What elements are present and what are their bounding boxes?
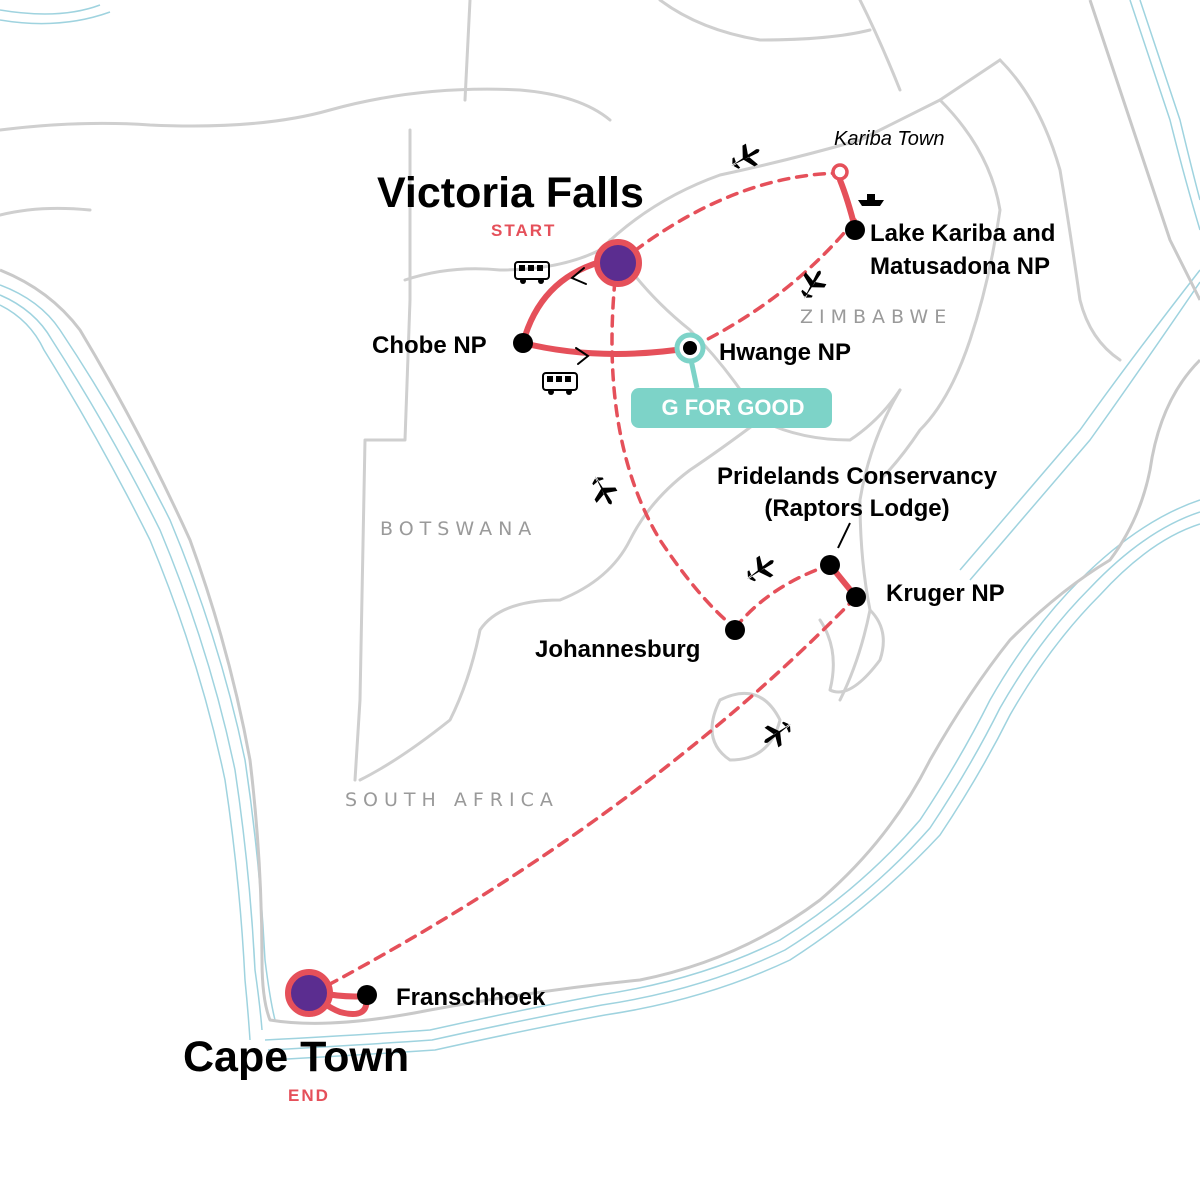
- stop-kruger: [846, 587, 866, 607]
- plane-icon: [731, 143, 760, 169]
- plane-icon: [746, 555, 774, 582]
- stop-label-franschhoek: Franschhoek: [396, 984, 546, 1011]
- stop-johannesburg: [725, 620, 745, 640]
- end-sublabel: END: [288, 1086, 330, 1105]
- start-marker: [594, 239, 642, 287]
- end-marker: [285, 969, 333, 1017]
- stop-label-kariba-town: Kariba Town: [834, 128, 944, 150]
- route-vicfalls-johannesburg: [610, 278, 737, 630]
- country-label-zimbabwe: ZIMBABWE: [800, 306, 952, 328]
- stop-label-hwange: Hwange NP: [719, 339, 851, 366]
- plane-icon: [592, 476, 618, 505]
- route-kruger-capetown: [313, 595, 858, 994]
- end-city-label: Cape Town: [183, 1033, 409, 1081]
- stop-label-johannesburg: Johannesburg: [535, 636, 700, 663]
- plane-icon: [801, 270, 827, 299]
- stop-hwange-dot: [683, 341, 697, 355]
- country-label-botswana: BOTSWANA: [380, 518, 537, 540]
- boat-icon: [858, 194, 884, 206]
- plane-icons: [592, 143, 827, 748]
- stop-label-pridelands-2: (Raptors Lodge): [764, 495, 949, 522]
- ocean-hatching-east: [264, 0, 1200, 1061]
- route-lines: [312, 171, 859, 1017]
- stop-franschhoek: [357, 985, 377, 1005]
- stop-kariba-town: [831, 163, 849, 181]
- start-city-label: Victoria Falls: [377, 169, 644, 217]
- route-lake-hwange: [688, 218, 857, 350]
- route-johannesburg-pridelands: [733, 563, 832, 630]
- start-sublabel: START: [491, 221, 556, 240]
- bus-icon: [542, 372, 578, 395]
- bus-icon: [514, 261, 550, 284]
- route-chobe-hwange: [520, 340, 693, 357]
- stop-pridelands: [820, 555, 840, 575]
- stop-lake-kariba: [845, 220, 865, 240]
- stop-label-lake-kariba-1: Lake Kariba and: [870, 220, 1055, 247]
- stop-label-lake-kariba-2: Matusadona NP: [870, 253, 1050, 280]
- stop-label-chobe: Chobe NP: [372, 332, 487, 359]
- country-label-south-africa: SOUTH AFRICA: [345, 789, 559, 811]
- stop-label-kruger: Kruger NP: [886, 580, 1005, 607]
- route-vicfalls-kariba: [618, 171, 842, 264]
- stop-markers: [357, 163, 866, 1005]
- g-for-good-label: G FOR GOOD: [662, 395, 805, 420]
- route-vicfalls-chobe: [520, 259, 603, 346]
- chevron-left-icon: [570, 267, 587, 285]
- stop-label-pridelands-1: Pridelands Conservancy: [717, 463, 998, 490]
- plane-icon: [764, 721, 792, 748]
- direction-arrows: [570, 267, 590, 365]
- ocean-hatching-west: [0, 4, 276, 1041]
- land-outlines: [0, 0, 1200, 1025]
- chevron-right-icon: [575, 347, 590, 365]
- stop-chobe: [513, 333, 533, 353]
- g-for-good-badge: G FOR GOOD: [631, 354, 832, 428]
